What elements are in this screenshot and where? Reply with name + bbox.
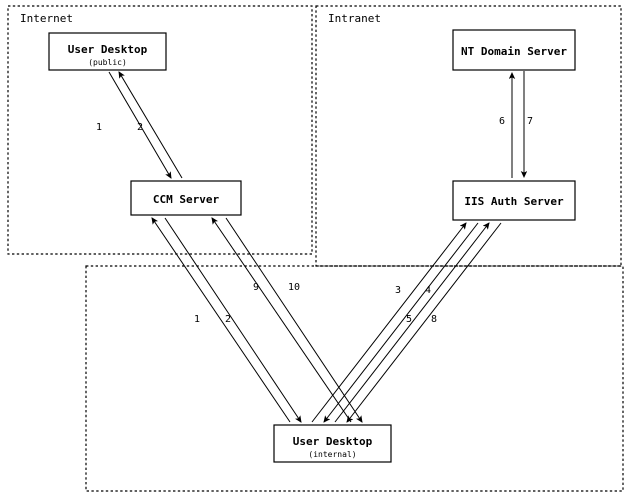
zone-intranet: Intranet <box>315 5 622 267</box>
edge-label-2: 2 <box>137 122 143 133</box>
edge-label-2b: 2 <box>225 314 231 325</box>
zone-label-intranet: Intranet <box>328 12 381 25</box>
edge-5 <box>334 222 490 423</box>
node-ccm-server[interactable]: CCM Server <box>130 180 242 216</box>
node-title-user-desktop-internal: User Desktop <box>293 435 373 448</box>
node-subtitle-user-desktop-internal: (internal) <box>308 450 356 459</box>
node-subtitle-user-desktop-public: (public) <box>88 58 127 67</box>
edge-4 <box>323 222 479 423</box>
edge-label-9: 9 <box>253 282 259 293</box>
edge-label-1: 1 <box>96 122 102 133</box>
node-nt-domain-server[interactable]: NT Domain Server <box>452 29 576 71</box>
edge-label-1b: 1 <box>194 314 200 325</box>
edge-label-6: 6 <box>499 116 505 127</box>
zone-internet: Internet <box>7 5 313 255</box>
node-title-nt-domain-server: NT Domain Server <box>461 45 567 58</box>
edge-8 <box>346 222 502 423</box>
edge-10 <box>225 217 363 423</box>
edge-label-7: 7 <box>527 116 533 127</box>
node-user-desktop-internal[interactable]: User Desktop (internal) <box>273 424 392 463</box>
edge-label-10: 10 <box>288 282 300 293</box>
edge-label-8: 8 <box>431 314 437 325</box>
zone-internal <box>85 265 624 492</box>
edge-label-4: 4 <box>425 285 431 296</box>
edge-1b <box>151 217 291 423</box>
edge-1 <box>108 71 172 179</box>
node-title-ccm-server: CCM Server <box>153 193 220 206</box>
node-title-user-desktop-public: User Desktop <box>68 43 148 56</box>
node-title-iis-auth-server: IIS Auth Server <box>464 195 564 208</box>
edge-label-5: 5 <box>406 314 412 325</box>
edge-3 <box>311 222 467 423</box>
node-iis-auth-server[interactable]: IIS Auth Server <box>452 180 576 221</box>
node-user-desktop-public[interactable]: User Desktop (public) <box>48 32 167 71</box>
edge-2 <box>118 71 183 179</box>
edge-2b <box>164 217 302 423</box>
zone-label-internet: Internet <box>20 12 73 25</box>
edge-label-3: 3 <box>395 285 401 296</box>
edge-9 <box>211 217 352 423</box>
